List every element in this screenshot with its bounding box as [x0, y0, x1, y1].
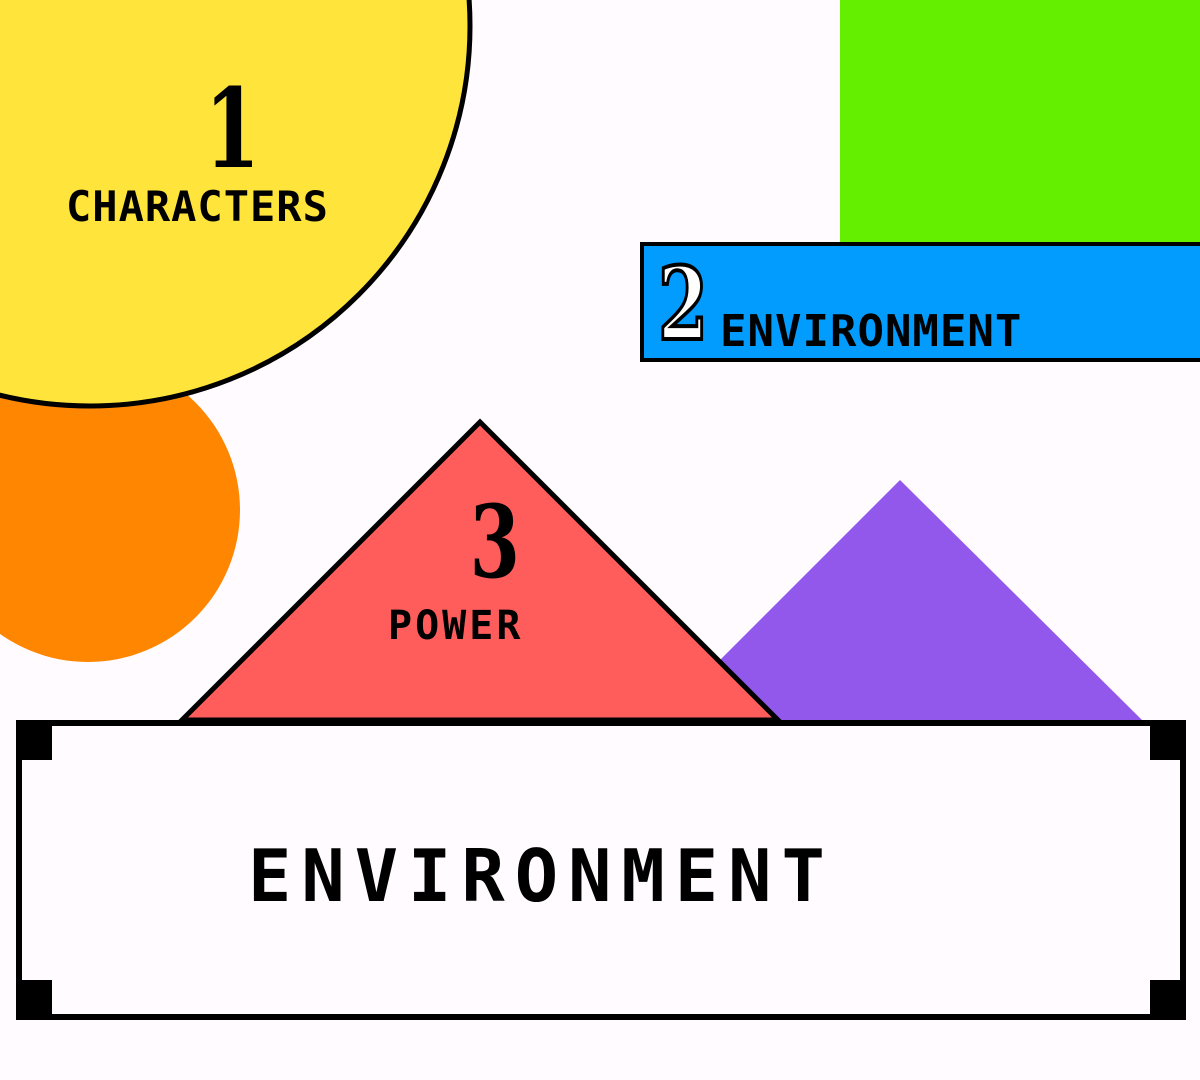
dialog-box[interactable]: ENVIRONMENT	[16, 720, 1186, 1020]
environment-banner[interactable]: 2 ENVIRONMENT	[640, 242, 1200, 362]
green-block	[840, 0, 1200, 242]
characters-number: 1	[204, 64, 260, 193]
environment-number: 2	[657, 245, 710, 363]
power-label: POWER	[388, 603, 524, 649]
dialog-corner-top-left	[22, 726, 52, 760]
dialog-corner-top-right	[1150, 726, 1180, 760]
characters-circle[interactable]	[0, 0, 473, 409]
characters-label: CHARACTERS	[66, 182, 329, 231]
dialog-corner-bottom-right	[1150, 980, 1180, 1014]
dialog-corner-bottom-left	[22, 980, 52, 1014]
orange-circle	[0, 358, 240, 662]
dialog-text: ENVIRONMENT	[248, 834, 835, 918]
environment-banner-label: ENVIRONMENT	[720, 306, 1023, 357]
purple-triangle	[660, 480, 1142, 720]
power-number: 3	[469, 483, 520, 601]
